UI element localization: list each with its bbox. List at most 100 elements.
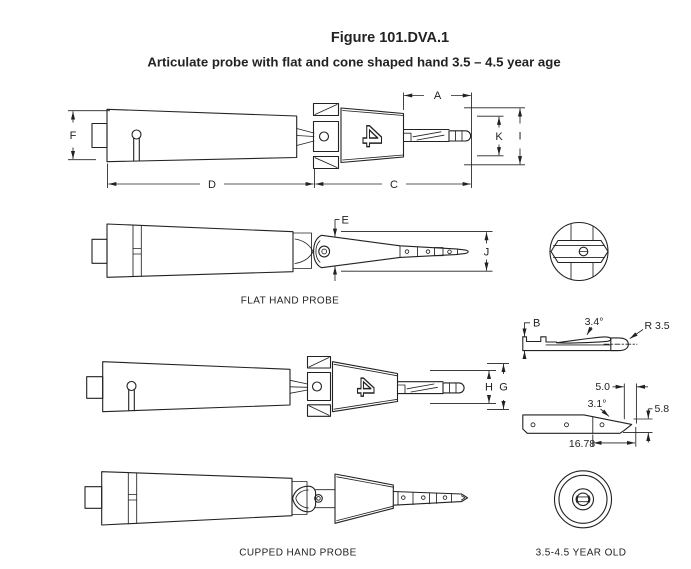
probe3-butt [86,376,104,399]
dim-label-f: F [70,130,77,142]
probe1-butt [91,122,108,149]
endview1-flat-band [550,239,609,264]
dim-flat-tip-angle: 3.1° [588,398,607,410]
dim-label-b: B [533,318,540,330]
dim-label-j: J [484,247,490,259]
dim-label-h: H [485,382,493,394]
dim-tip-radius: R 3.5 [645,320,670,332]
dim-h-extension-lines [430,369,496,405]
cupped-hand-probe: CUPPED HAND PROBE [84,471,469,559]
dim-label-c: C [390,179,398,191]
dim-a-extension-lines [403,92,472,188]
probe4-cup-back [292,485,317,513]
detail1-top-steps [522,336,558,343]
probe4-wrist [315,489,336,509]
flat-hand-probe: E J FLAT HAND PROBE [91,215,493,307]
probe4-butt [84,486,103,509]
probe4-cup-inner [295,489,309,509]
endview2-screw-slots [576,496,590,503]
probe2-bracket [292,232,312,269]
probe1-pivot-pin [318,131,330,142]
probe1-handle [106,108,298,163]
cone-finger-detail: B 3.4° R 3.5 [522,316,670,360]
cupped-hand-end-view: 3.5-4.5 YEAR OLD [536,470,627,559]
figure-title: Figure 101.DVA.1 [331,30,449,46]
flat-hand-end-view [549,221,609,282]
probe3-fork [289,379,308,394]
probe3-pivot-pin [311,381,323,392]
endview2-screw-shading [575,495,591,504]
dim-label-e: E [342,215,349,227]
probe4-bracket [291,481,308,515]
dim-label-i: I [518,131,521,143]
probe3-size-marking: 4 [352,378,378,398]
detail2-rivet-2 [564,422,569,428]
probe3-cone-hand [331,361,399,413]
dim-label-a: A [434,90,442,102]
probe1-finger [402,128,472,143]
dim-label-d: D [208,179,216,191]
probe4-pivot-screw [314,494,323,503]
probe3-cone-edges [333,363,398,410]
dim-50-extension-lines [623,383,637,424]
endview1-band-lines [553,245,605,258]
cone-hand-probe-lower: 4 H G [86,355,509,417]
dim-g-extension-lines [487,362,509,411]
probe2-flat-hand [313,234,469,269]
probe2-dimensions: E J [332,215,493,281]
detail1-body-lines [522,336,619,352]
caption-flat-hand-probe: FLAT HAND PROBE [241,296,339,307]
dim-flat-tip-height: 5.8 [655,403,670,415]
caption-age-group: 3.5-4.5 YEAR OLD [536,548,627,559]
probe4-cup-cone [334,473,394,524]
detail2-outline [522,414,633,434]
probe2-fork [294,238,314,264]
probe1-clevis-plates [312,102,340,170]
endview1-ticks [570,223,594,280]
probe4-fingers [392,490,469,506]
endview2-outer-circle [553,470,613,529]
endview2-screw [576,492,590,507]
dim-f-extension-lines [68,110,110,161]
dim-58-extension-lines [623,408,653,433]
probe3-keyhole-slot [126,380,137,412]
probe2-butt [91,238,108,264]
probe1-cone-edges [342,110,404,161]
probe3-hinge-block [306,371,332,402]
dim-1678-extension-lines [592,427,637,447]
probe4-handle [101,471,293,526]
dim-flat-tip-offset: 5.0 [595,381,610,393]
probe1-cone-hand [340,107,405,164]
dim-cone-angle: 3.4° [585,316,604,328]
probe3-handle [102,361,291,413]
probe2-collar [132,224,142,277]
probe2-finger-joints [399,245,458,258]
probe1-dimensions: F A K I D C [68,90,525,191]
detail2-rivet-1 [530,422,536,428]
probe3-clevis-plates [306,355,332,417]
probe2-hand-inner-arc [315,240,321,263]
probe1-keyhole-slot [131,129,142,162]
dim-i-extension-lines [464,107,525,166]
probe3-finger [396,381,465,395]
probe1-hinge-block [312,120,340,153]
figure-subtitle: Articulate probe with flat and cone shap… [147,55,560,70]
detail1-wedge [555,336,612,344]
dim-label-g: G [499,382,508,394]
dim-label-k: K [495,131,503,143]
probe2-pivot-screw [318,245,331,258]
probe1-fork [296,128,315,146]
detail2-rivet-3 [599,422,605,428]
caption-cupped-hand-probe: CUPPED HAND PROBE [239,548,356,559]
probe3-dimensions: H G [430,362,509,411]
dim-k-extension-lines [477,115,504,157]
dim-j-extension-lines [341,231,493,272]
dim-d-extension-lines [107,163,315,188]
probe4-collar [127,472,138,525]
endview2-inner-circle [558,474,608,524]
flat-finger-detail: 5.0 3.1° 5.8 16.78 [522,381,670,450]
cone-hand-probe-extended: 4 [91,102,472,170]
probe4-cone-edges [336,476,394,522]
